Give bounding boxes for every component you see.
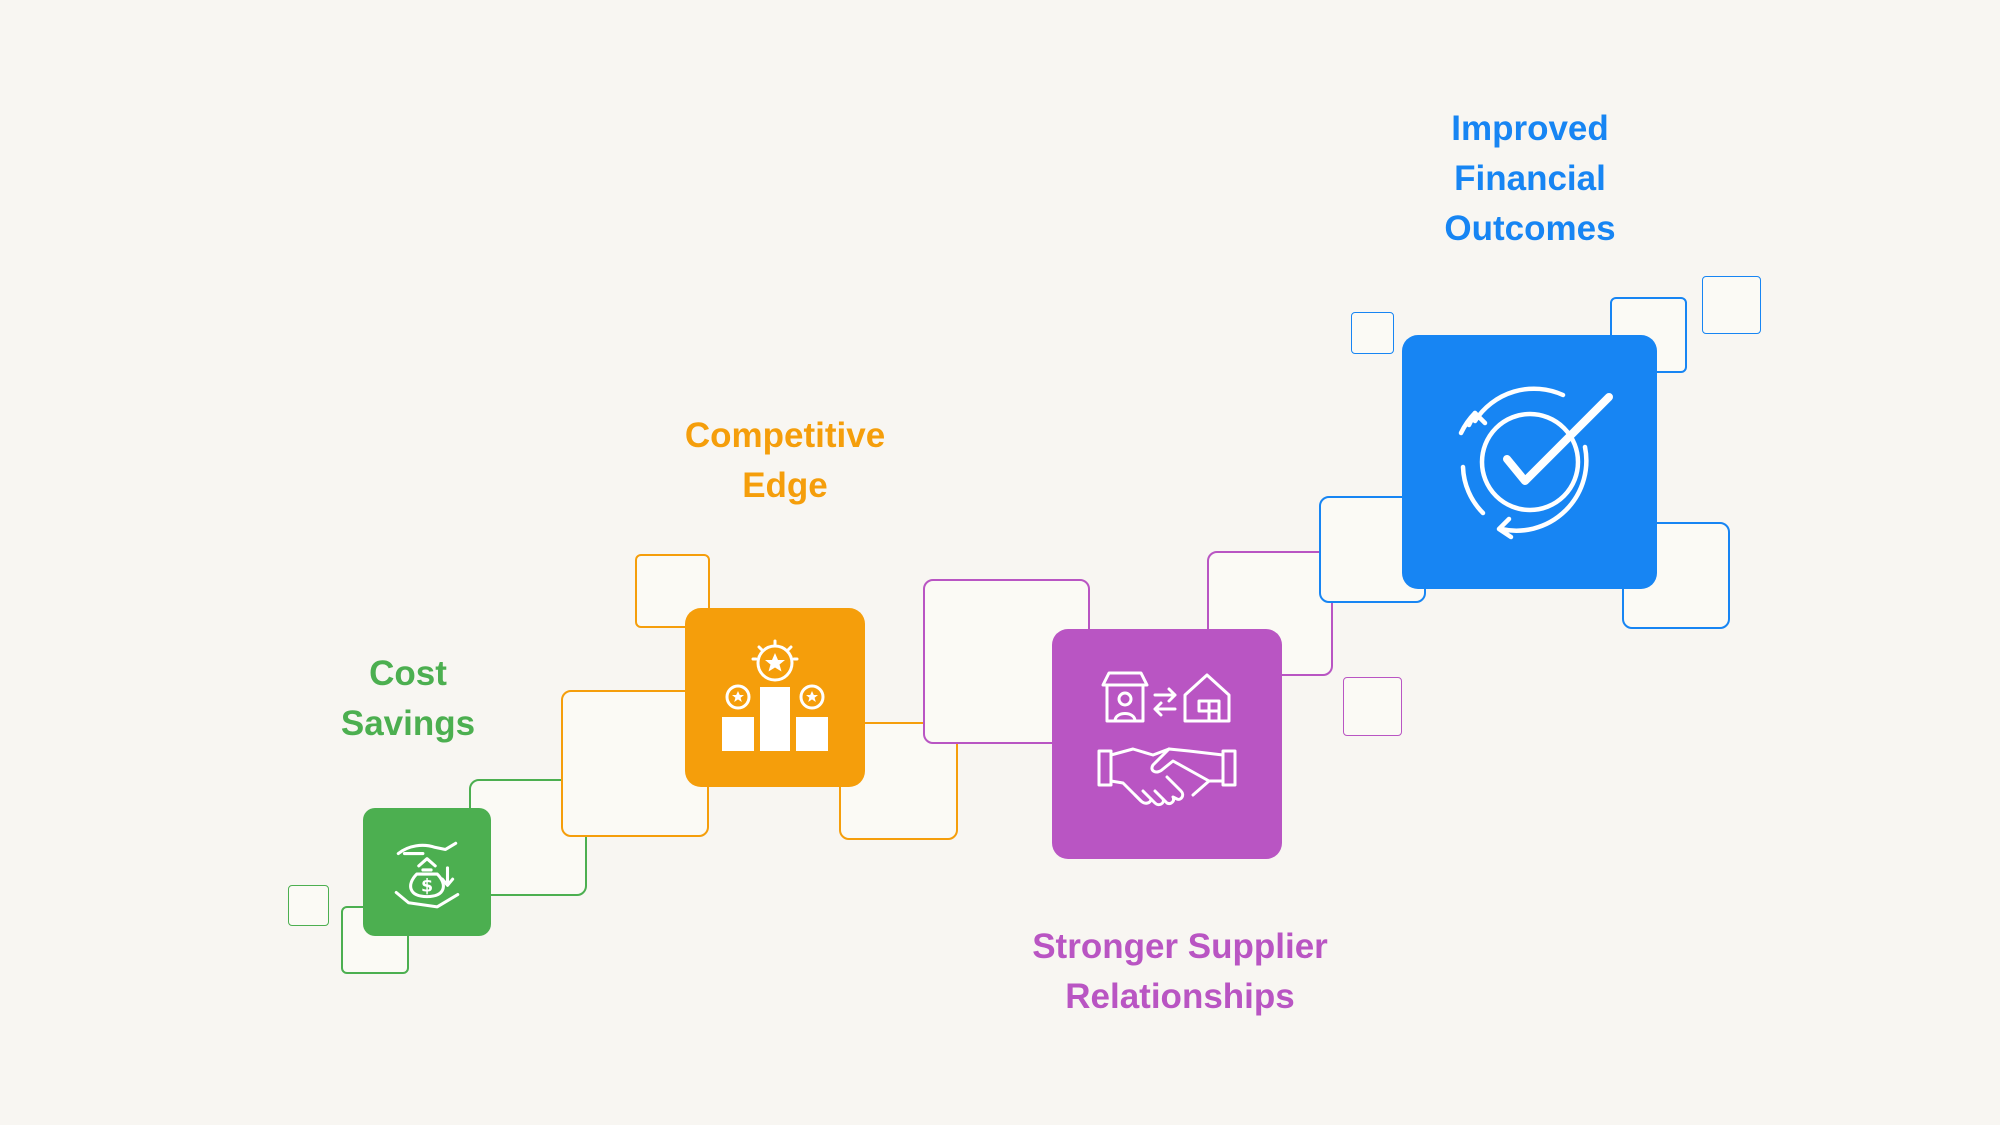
improved-financial-outcomes-label: Improved Financial Outcomes xyxy=(1444,109,1616,248)
handshake-exchange-icon xyxy=(1097,669,1237,819)
cost-savings-label: Cost Savings xyxy=(340,654,476,743)
money-bag-hands-icon: $ xyxy=(386,831,468,913)
cost-savings-tile: $ xyxy=(363,808,491,936)
competitive-edge-tile xyxy=(685,608,865,787)
green-decor-square-small xyxy=(288,885,329,926)
stronger-supplier-relationships-label: Stronger Supplier Relationships xyxy=(1032,927,1328,1016)
improved-financial-outcomes-tile xyxy=(1402,335,1657,589)
check-cycle-icon xyxy=(1445,377,1615,547)
svg-text:$: $ xyxy=(421,876,433,896)
stronger-supplier-relationships-tile xyxy=(1052,629,1282,859)
blue-decor-square-small-right xyxy=(1702,276,1761,334)
podium-star-icon xyxy=(716,639,834,757)
blue-decor-square-small-left xyxy=(1351,312,1394,354)
competitive-edge-label: Competitive Edge xyxy=(684,416,886,505)
purple-decor-square-small xyxy=(1343,677,1402,736)
